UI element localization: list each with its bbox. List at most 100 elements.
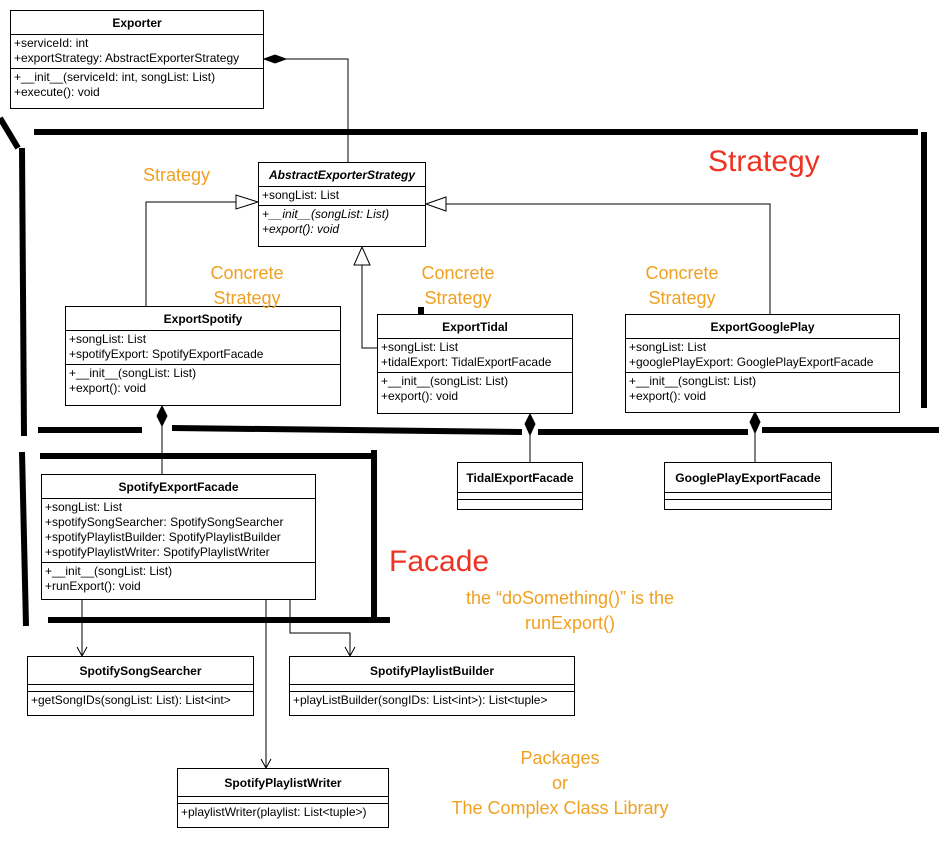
class-name: Exporter	[11, 11, 263, 35]
attributes-section: +songList: List +tidalExport: TidalExpor…	[378, 339, 572, 373]
facade-group-left-border	[19, 451, 29, 627]
strategy-group-left-border	[19, 147, 27, 437]
method: +__init__(songList: List)	[45, 564, 173, 578]
annotation-line: Concrete	[210, 263, 284, 283]
class-name: SpotifyPlaylistWriter	[178, 769, 388, 797]
attribute: +songList: List	[69, 332, 147, 346]
class-tidal-export-facade: TidalExportFacade	[457, 462, 583, 510]
class-name: AbstractExporterStrategy	[259, 163, 425, 187]
attribute: +exportStrategy: AbstractExporterStrateg…	[14, 51, 240, 65]
method: +export(): void	[629, 389, 707, 403]
googleplay-generalization	[444, 203, 771, 314]
annotation-strategy: Strategy	[143, 165, 211, 185]
annotation-line: Concrete	[421, 263, 495, 283]
method: +export(): void	[69, 381, 147, 395]
method: +runExport(): void	[45, 579, 141, 593]
annotation-line: runExport()	[524, 613, 616, 633]
methods-section: +playListBuilder(songIDs: List<int>): Li…	[290, 692, 574, 710]
methods-section	[665, 500, 831, 506]
facade-builder-arrow	[289, 600, 351, 656]
annotation-concrete-strategy-tidal: Concrete Strategy	[406, 261, 510, 311]
class-export-tidal: ExportTidal +songList: List +tidalExport…	[377, 314, 573, 414]
attributes-section: +songList: List +spotifyExport: SpotifyE…	[66, 331, 340, 365]
method: +__init__(songList: List)	[69, 366, 197, 380]
annotation-line: Strategy	[424, 288, 492, 308]
diamond-googleplay-icon	[749, 410, 761, 435]
class-spotify-playlist-builder: SpotifyPlaylistBuilder +playListBuilder(…	[289, 656, 575, 716]
attribute: +spotifyPlaylistBuilder: SpotifyPlaylist…	[45, 530, 281, 544]
methods-section: +__init__(songList: List) +export(): voi…	[378, 373, 572, 406]
attribute: +songList: List	[262, 188, 340, 202]
attribute: +songList: List	[45, 500, 123, 514]
methods-section: +__init__(serviceId: int, songList: List…	[11, 69, 263, 102]
class-spotify-song-searcher: SpotifySongSearcher +getSongIDs(songList…	[27, 656, 254, 716]
class-name: SpotifyExportFacade	[42, 475, 315, 499]
class-name: ExportGooglePlay	[626, 315, 899, 339]
class-export-spotify: ExportSpotify +songList: List +spotifyEx…	[65, 306, 341, 406]
spotify-generalization	[145, 201, 236, 306]
exporter-strategy-composition	[264, 58, 349, 162]
annotation-line: Concrete	[645, 263, 719, 283]
attribute: +googlePlayExport: GooglePlayExportFacad…	[629, 355, 874, 369]
methods-section: +getSongIDs(songList: List): List<int>	[28, 692, 253, 710]
generalization-triangle-right-icon	[424, 196, 447, 212]
strategy-group-bottom-2	[171, 425, 523, 435]
method: +__init__(songList: List)	[381, 374, 509, 388]
method: +__init__(songList: List)	[629, 374, 757, 388]
annotation-facade-note: the “doSomething()” is the runExport()	[440, 586, 700, 636]
class-name: SpotifySongSearcher	[28, 657, 253, 685]
attributes-section: +songList: List +googlePlayExport: Googl…	[626, 339, 899, 373]
methods-section: +__init__(songList: List) +runExport(): …	[42, 563, 315, 596]
method: +__init__(serviceId: int, songList: List…	[14, 70, 216, 84]
methods-section: +__init__(songList: List) +export(): voi…	[626, 373, 899, 406]
generalization-triangle-left-icon	[235, 194, 260, 210]
method: +playListBuilder(songIDs: List<int>): Li…	[293, 693, 548, 707]
tidal-generalization	[361, 264, 377, 349]
attribute: +songList: List	[629, 340, 707, 354]
attributes-section: +songList: List	[259, 187, 425, 206]
method: +playlistWriter(playlist: List<tuple>)	[181, 805, 367, 819]
attribute: +spotifyPlaylistWriter: SpotifyPlaylistW…	[45, 545, 270, 559]
annotation-line: Packages	[520, 748, 600, 768]
attributes-section: +songList: List +spotifySongSearcher: Sp…	[42, 499, 315, 563]
method: +getSongIDs(songList: List): List<int>	[31, 693, 231, 707]
diamond-tidal-icon	[524, 412, 536, 437]
annotation-line: Strategy	[213, 288, 281, 308]
class-export-googleplay: ExportGooglePlay +songList: List +google…	[625, 314, 900, 413]
class-spotify-export-facade: SpotifyExportFacade +songList: List +spo…	[41, 474, 316, 600]
annotation-line: Strategy	[648, 288, 716, 308]
method: +__init__(songList: List)	[262, 207, 390, 221]
attributes-section	[458, 493, 582, 500]
class-abstract-exporter-strategy: AbstractExporterStrategy +songList: List…	[258, 162, 426, 247]
attribute: +tidalExport: TidalExportFacade	[381, 355, 552, 369]
attribute: +songList: List	[381, 340, 459, 354]
annotation-strategy-title: Strategy	[708, 145, 820, 178]
class-exporter: Exporter +serviceId: int +exportStrategy…	[10, 10, 264, 109]
method: +export(): void	[381, 389, 459, 403]
method: +export(): void	[262, 222, 340, 236]
attributes-section: +serviceId: int +exportStrategy: Abstrac…	[11, 35, 263, 69]
methods-section	[458, 500, 582, 506]
annotation-facade-title: Facade	[389, 545, 490, 578]
diamond-exporter-icon	[262, 54, 288, 64]
class-name: GooglePlayExportFacade	[665, 463, 831, 493]
annotation-packages: Packages or The Complex Class Library	[430, 746, 690, 821]
methods-section: +playlistWriter(playlist: List<tuple>)	[178, 804, 388, 822]
attribute: +spotifySongSearcher: SpotifySongSearche…	[45, 515, 284, 529]
class-name: ExportSpotify	[66, 307, 340, 331]
attribute: +serviceId: int	[14, 36, 89, 50]
annotation-line: or	[551, 773, 568, 793]
method: +execute(): void	[14, 85, 100, 99]
annotation-line: The Complex Class Library	[451, 798, 669, 818]
methods-section: +__init__(songList: List) +export(): voi…	[66, 365, 340, 398]
attributes-section	[290, 685, 574, 692]
annotation-concrete-strategy-googleplay: Concrete Strategy	[630, 261, 734, 311]
attributes-section	[665, 493, 831, 500]
annotation-line: the “doSomething()” is the	[465, 588, 675, 608]
attribute: +spotifyExport: SpotifyExportFacade	[69, 347, 264, 361]
attributes-section	[178, 797, 388, 804]
class-googleplay-export-facade: GooglePlayExportFacade	[664, 462, 832, 510]
diamond-spotify-icon	[156, 404, 168, 428]
